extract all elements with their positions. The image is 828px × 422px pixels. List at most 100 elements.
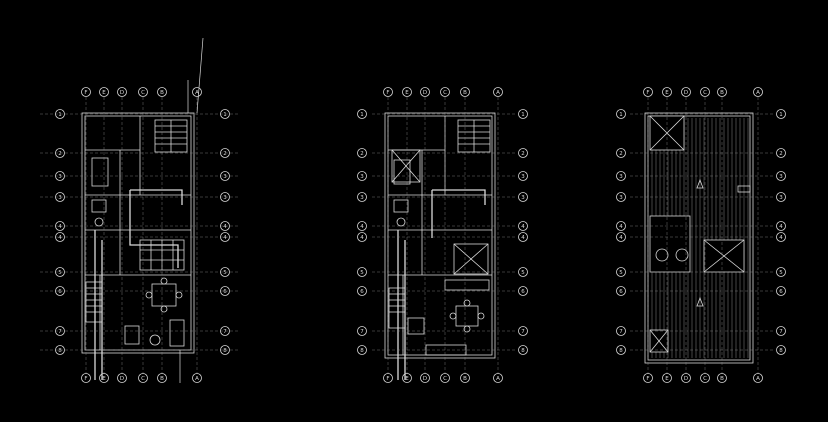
row-marker-right: 1: [518, 109, 528, 119]
grid-label: B: [463, 376, 467, 382]
piping-runs: [397, 189, 486, 380]
grid-bubble: [518, 326, 528, 336]
grid-label: C: [703, 90, 707, 96]
grid-label: 1: [360, 112, 364, 118]
column-marker-bottom: E: [402, 373, 412, 383]
row-marker-right: 5: [220, 267, 230, 277]
grid-markers: FFEEDDCCBBAA12334456781233445678FFEEDDCC…: [40, 87, 786, 383]
terrace-crossbox: [391, 149, 489, 275]
row-marker-left: 6: [616, 286, 626, 296]
grid-label: F: [646, 376, 649, 382]
row-marker-left: 3: [357, 171, 367, 181]
grid-bubble: [776, 109, 786, 119]
grid-bubble: [220, 286, 230, 296]
grid-label: F: [386, 90, 389, 96]
column-marker-bottom: B: [717, 373, 727, 383]
grid-label: F: [386, 376, 389, 382]
column-marker-bottom: D: [420, 373, 430, 383]
row-marker-left: 7: [357, 326, 367, 336]
grid-bubble: [220, 221, 230, 231]
grid-label: 8: [223, 348, 227, 354]
grid-label: A: [496, 376, 500, 382]
grid-bubble: [518, 192, 528, 202]
column-marker-top: E: [662, 87, 672, 97]
row-marker-right: 8: [220, 345, 230, 355]
grid-label: 3: [360, 174, 364, 180]
row-marker-right: 4: [518, 221, 528, 231]
row-marker-left: 7: [616, 326, 626, 336]
upper-floor-plan: [384, 112, 496, 380]
grid-label: 3: [223, 174, 227, 180]
grid-label: C: [703, 376, 707, 382]
grid-bubble: [55, 192, 65, 202]
grid-bubble: [220, 232, 230, 242]
grid-bubble: [616, 345, 626, 355]
grid-label: 1: [779, 112, 783, 118]
grid-bubble: [518, 221, 528, 231]
grid-bubble: [681, 87, 691, 97]
row-marker-right: 2: [776, 148, 786, 158]
roof-plan: [644, 112, 754, 364]
grid-label: 3: [223, 195, 227, 201]
column-marker-top: C: [440, 87, 450, 97]
grid-bubble: [138, 87, 148, 97]
stair: [154, 119, 188, 153]
grid-bubble: [220, 267, 230, 277]
row-marker-left: 4: [357, 232, 367, 242]
row-marker-left: 4: [357, 221, 367, 231]
row-marker-left: 1: [55, 109, 65, 119]
row-marker-right: 3: [776, 171, 786, 181]
column-marker-bottom: A: [493, 373, 503, 383]
grid-label: 4: [619, 224, 623, 230]
grid-label: 1: [223, 112, 227, 118]
column-marker-bottom: D: [681, 373, 691, 383]
row-marker-left: 2: [55, 148, 65, 158]
column-marker-bottom: C: [700, 373, 710, 383]
row-marker-left: 3: [357, 192, 367, 202]
row-marker-left: 2: [616, 148, 626, 158]
grid-bubble: [55, 286, 65, 296]
row-marker-left: 7: [55, 326, 65, 336]
grid-bubble: [357, 221, 367, 231]
grid-label: 4: [360, 235, 364, 241]
row-marker-left: 6: [55, 286, 65, 296]
row-marker-left: 8: [616, 345, 626, 355]
grid-bubble: [518, 267, 528, 277]
stair: [457, 119, 491, 153]
row-marker-left: 1: [616, 109, 626, 119]
grid-label: 4: [58, 235, 62, 241]
grid-bubble: [157, 373, 167, 383]
row-marker-left: 4: [616, 232, 626, 242]
column-marker-bottom: A: [192, 373, 202, 383]
column-marker-bottom: F: [383, 373, 393, 383]
row-marker-right: 3: [220, 192, 230, 202]
grid-label: F: [84, 90, 87, 96]
column-marker-top: B: [460, 87, 470, 97]
column-marker-top: B: [157, 87, 167, 97]
grid-bubble: [460, 373, 470, 383]
grid-bubble: [518, 171, 528, 181]
grid-label: E: [405, 376, 409, 382]
grid-bubble: [420, 87, 430, 97]
grid-label: 7: [619, 329, 623, 335]
grid-bubble: [518, 148, 528, 158]
grid-label: 2: [521, 151, 525, 157]
grid-bubble: [616, 232, 626, 242]
grid-bubble: [117, 87, 127, 97]
grid-label: 3: [58, 174, 62, 180]
grid-label: 5: [360, 270, 364, 276]
column-marker-bottom: E: [662, 373, 672, 383]
grid-bubble: [81, 87, 91, 97]
grid-bubble: [493, 373, 503, 383]
grid-bubble: [157, 87, 167, 97]
grid-bubble: [616, 326, 626, 336]
grid-bubble: [357, 171, 367, 181]
column-marker-top: A: [753, 87, 763, 97]
grid-bubble: [440, 373, 450, 383]
row-marker-right: 2: [518, 148, 528, 158]
grid-bubble: [357, 109, 367, 119]
row-marker-left: 4: [55, 232, 65, 242]
grid-label: 8: [521, 348, 525, 354]
grid-label: 3: [521, 195, 525, 201]
